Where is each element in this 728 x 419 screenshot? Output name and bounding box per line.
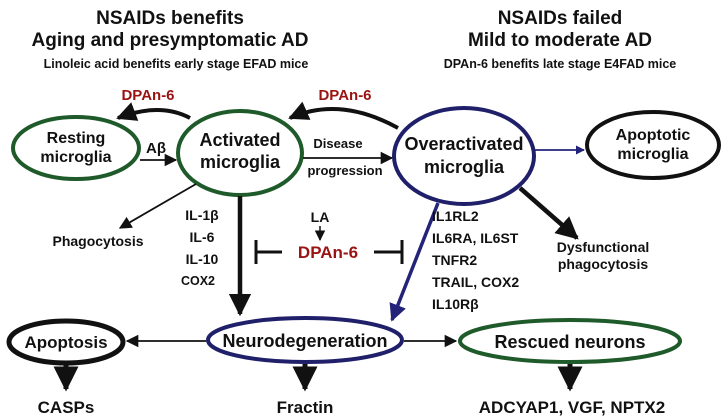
dpan6-left-label: DPAn-6 [121,87,174,104]
cytokine-right-3: TNFR2 [432,252,477,268]
resting-microglia-node [11,115,141,181]
activated-to-phagocytosis-arrow [118,183,197,229]
dpan6-left-arrow [116,102,191,121]
resting-label-1: Resting [47,130,106,147]
apoptotic-label-1: Apoptotic [616,127,691,144]
cytokine-left-3: IL-10 [186,251,219,267]
dpan6-right-label: DPAn-6 [318,87,371,104]
cytokine-right-5: IL10Rβ [432,296,479,312]
activated-microglia-node [176,109,304,197]
apoptosis-node [6,318,126,366]
apoptotic-microglia-node [585,110,721,180]
progression-label: progression [307,163,382,178]
cytokine-right-4: TRAIL, COX2 [432,274,519,290]
dysfunctional-label-1: Dysfunctional [557,239,650,255]
activated-label-2: microglia [200,152,281,172]
activated-label-1: Activated [199,130,280,150]
rescued-neurons-node [458,318,682,364]
overactivated-label-1: Overactivated [404,134,523,154]
rescued-markers-label: ADCYAP1, VGF, NPTX2 [479,398,665,417]
neurodegeneration-node [206,316,404,364]
header-left-title: NSAIDs benefits [96,8,244,29]
la-label: LA [311,209,330,225]
overactivated-to-dysfunctional-arrow [518,186,579,240]
header-right-title: NSAIDs failed [498,8,623,29]
header-left-note: Linoleic acid benefits early stage EFAD … [44,57,309,71]
cytokine-left-1: IL-1β [185,207,219,223]
header-right-subtitle: Mild to moderate AD [468,30,652,51]
header-right-note: DPAn-6 benefits late stage E4FAD mice [444,57,677,71]
fractin-label: Fractin [277,398,334,417]
overactivated-label-2: microglia [424,157,505,177]
phagocytosis-label: Phagocytosis [52,233,143,249]
dysfunctional-label-2: phagocytosis [558,256,648,272]
dpan6-center-label: DPAn-6 [298,243,358,262]
cytokine-right-1: IL1RL2 [432,208,479,224]
abeta-label: Aβ [146,140,166,157]
neurodegeneration-label: Neurodegeneration [222,331,387,351]
apoptotic-label-2: microglia [617,146,688,163]
caspases-label: CASPs [38,398,95,417]
dpan6-right-arrow [288,101,399,130]
apoptosis-label: Apoptosis [24,333,107,352]
cytokine-left-2: IL-6 [190,229,215,245]
disease-label: Disease [313,136,362,151]
cytokine-right-2: IL6RA, IL6ST [432,230,519,246]
header-left-subtitle: Aging and presymptomatic AD [32,30,309,51]
resting-label-2: microglia [40,149,111,166]
overactivated-microglia-node [392,106,536,206]
rescued-neurons-label: Rescued neurons [494,332,645,352]
cytokine-left-4: COX2 [181,274,215,288]
overactivated-to-neurodegeneration-arrow [389,202,440,322]
